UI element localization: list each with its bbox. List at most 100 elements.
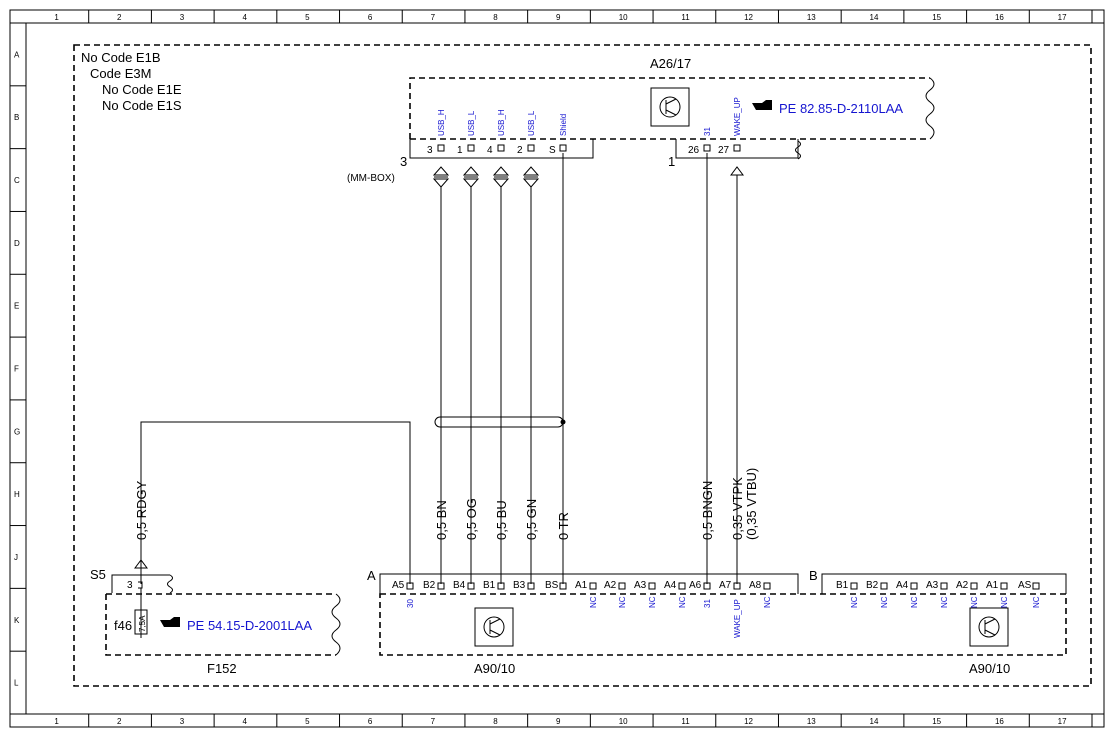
column-label: 9	[556, 13, 561, 22]
twisted-pair-shield	[434, 416, 564, 428]
column-label: 2	[117, 717, 122, 726]
row-label: K	[14, 616, 20, 625]
column-label: 3	[180, 13, 185, 22]
pin-number: 3	[427, 145, 433, 156]
column-label: 7	[431, 13, 436, 22]
reference-icon[interactable]	[752, 100, 772, 110]
pin-number: 1	[457, 145, 463, 156]
connector-b-name: B	[809, 568, 818, 583]
connector-1-number: 1	[668, 154, 675, 169]
pin-number: B2	[866, 580, 879, 591]
pin-signal: NC	[940, 596, 949, 608]
column-label: 15	[932, 717, 941, 726]
column-label: 7	[431, 717, 436, 726]
row-label: B	[14, 113, 19, 122]
pin-signal: NC	[910, 596, 919, 608]
pin-number: B1	[836, 580, 849, 591]
column-label: 8	[493, 717, 498, 726]
pin-signal: NC	[763, 596, 772, 608]
a90-10-ecu-symbol-a	[474, 607, 514, 647]
a26-17-connector-3	[409, 139, 594, 159]
pin-signal: NC	[1032, 596, 1041, 608]
pin-number: A4	[664, 580, 677, 591]
a26-17-title: A26/17	[650, 56, 691, 71]
pin-number: B2	[423, 580, 436, 591]
pin-number: A2	[604, 580, 617, 591]
a90-10-title-a: A90/10	[474, 661, 515, 676]
pin-number: B3	[513, 580, 526, 591]
pin-signal: NC	[970, 596, 979, 608]
f152-pin-number: 3	[127, 580, 133, 591]
pin-signal: 31	[703, 599, 712, 608]
column-label: 10	[619, 717, 628, 726]
pin-number: A8	[749, 580, 762, 591]
pin-signal: NC	[850, 596, 859, 608]
pin-number: AS	[1018, 580, 1032, 591]
a90-10-ecu-symbol-b	[969, 607, 1009, 647]
a26-17-box	[409, 77, 930, 140]
pin-signal: USB_L	[527, 110, 536, 136]
a26-17-reference[interactable]: PE 82.85-D-2110LAA	[779, 101, 903, 116]
row-label: G	[14, 427, 20, 436]
option-boundary	[73, 44, 1092, 687]
pin-number: S	[549, 145, 556, 156]
column-label: 3	[180, 717, 185, 726]
pin-number: A5	[392, 580, 405, 591]
column-label: 14	[870, 13, 879, 22]
column-label: 11	[681, 13, 690, 22]
column-label: 17	[1058, 13, 1067, 22]
pin-signal: WAKE_UP	[733, 97, 742, 136]
wire-label: 0,5 BU	[494, 500, 509, 540]
wire-supply	[140, 421, 411, 584]
row-label: D	[14, 239, 20, 248]
pin-number: 2	[517, 145, 523, 156]
column-label: 8	[493, 13, 498, 22]
connector-3-number: 3	[400, 154, 407, 169]
f152-box	[105, 593, 336, 656]
a90-10-connector-a	[379, 573, 799, 594]
f152-reference[interactable]: PE 54.15-D-2001LAA	[187, 618, 312, 633]
pin-signal: NC	[589, 596, 598, 608]
connector-3-name: (MM-BOX)	[347, 173, 395, 184]
pin-number: A4	[896, 580, 909, 591]
a90-10-box	[379, 593, 1067, 656]
a90-10-connector-b	[821, 573, 1067, 594]
column-label: 11	[681, 717, 690, 726]
wire-label: 0 TR	[556, 512, 571, 540]
code-1: No Code E1B	[81, 50, 161, 65]
a26-17-connector-1	[675, 139, 799, 159]
pin-number: BS	[545, 580, 559, 591]
row-label: L	[14, 679, 19, 688]
row-label: A	[14, 50, 20, 59]
wire-label: 0,5 BN	[434, 500, 449, 540]
pin-number: 27	[718, 145, 730, 156]
column-label: 13	[807, 717, 816, 726]
column-label: 16	[995, 13, 1004, 22]
row-label: H	[14, 490, 20, 499]
pin-number: A2	[956, 580, 969, 591]
pin-number: A3	[634, 580, 647, 591]
pin-number: B1	[483, 580, 496, 591]
pin-signal: NC	[618, 596, 627, 608]
wire-label: 0,5 GN	[524, 499, 539, 540]
column-label: 17	[1058, 717, 1067, 726]
fuse-label: f46	[114, 618, 132, 633]
pin-number: A1	[575, 580, 588, 591]
pin-number: A1	[986, 580, 999, 591]
pin-number: A7	[719, 580, 732, 591]
column-label: 4	[242, 717, 247, 726]
column-label: 6	[368, 717, 373, 726]
f152-connector	[111, 574, 170, 593]
wire-label: 0,35 VTPK	[730, 477, 745, 540]
row-label: F	[14, 365, 19, 374]
fuse-rating: 7,5A	[138, 615, 147, 632]
reference-icon[interactable]	[160, 617, 180, 627]
column-label: 15	[932, 13, 941, 22]
column-label: 16	[995, 717, 1004, 726]
